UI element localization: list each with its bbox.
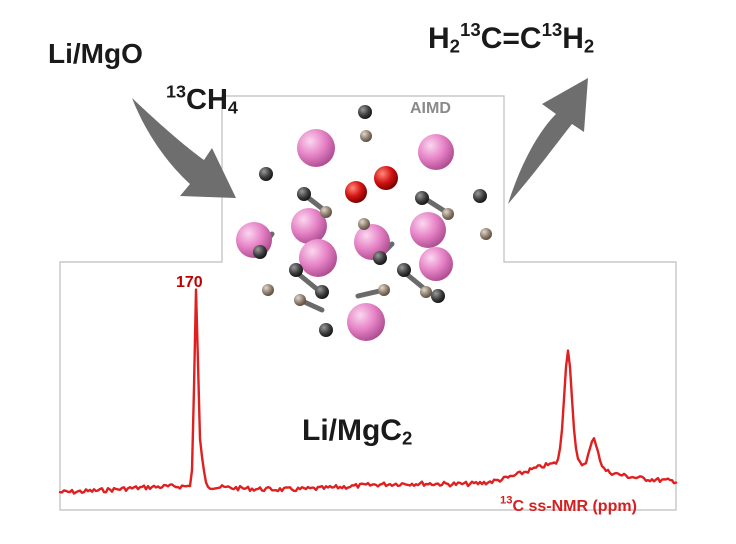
material-label: Li/MgC2 — [302, 414, 413, 449]
nmr-spectrum-trace — [58, 288, 678, 495]
reactant-label: Li/MgO — [48, 38, 143, 69]
arrow-out — [508, 78, 588, 204]
product-label: H213C=C13H2 — [428, 18, 595, 57]
axis-label: 13C ss-NMR (ppm) — [500, 494, 637, 515]
arrow-in — [132, 98, 236, 198]
feed-gas-label: 13CH4 — [166, 81, 238, 118]
peak-label: 170 — [176, 274, 203, 291]
frame-outline — [59, 95, 677, 511]
molecular-structure — [236, 105, 492, 341]
method-label: AIMD — [410, 100, 451, 117]
